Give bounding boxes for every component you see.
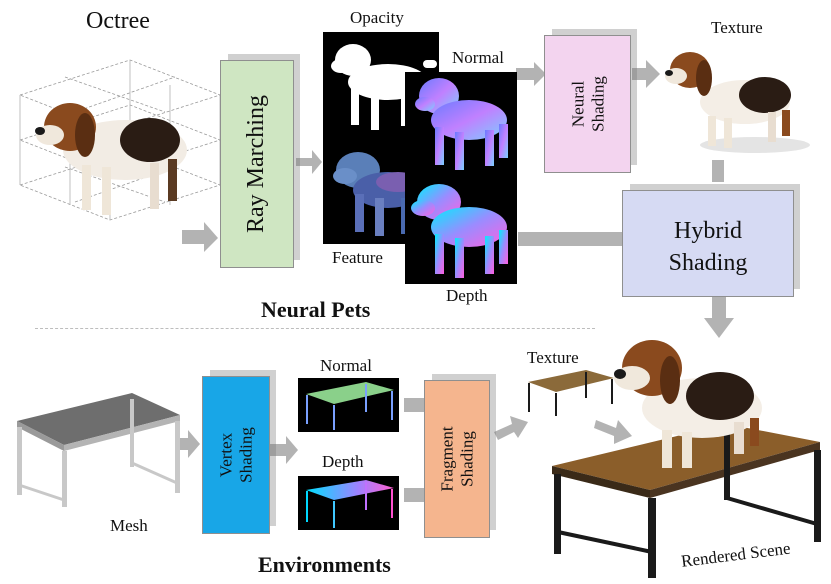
arrow-mesh-to-vertex-shading [178,430,200,458]
octree-dog-figure [18,59,222,221]
mesh-label: Mesh [110,516,148,535]
arrow-neural-shading-to-texture [632,60,660,88]
fragment-shading-label: Fragment Shading [437,426,476,491]
beagle-icon [35,103,187,215]
normal-map-icon [415,78,508,170]
fragment-shading-line2: Shading [457,431,476,487]
neural-pets-heading: Neural Pets [261,297,371,322]
normal-bottom-label: Normal [320,356,372,375]
connector-maps-to-hybrid [518,232,622,246]
environments-heading: Environments [258,552,391,577]
hybrid-shading-label: Hybrid Shading [623,215,793,280]
depth-bottom-label: Depth [322,452,364,471]
rendered-dog-icon [614,340,762,468]
ray-marching-label: Ray Marching [243,95,270,233]
depth-map-table-panel [298,476,399,530]
normal-map-table-panel [298,378,399,432]
feature-label: Feature [332,248,383,267]
connector-normal-to-fragment [404,398,424,412]
depth-top-label: Depth [446,286,488,305]
neural-shading-box: Neural Shading [544,35,631,173]
texture-bottom-label: Texture [527,348,579,367]
vertex-shading-box: Vertex Shading [202,376,270,534]
neural-shading-label: Neural Shading [568,76,607,132]
octree-label: Octree [86,8,150,34]
texture-top-label: Texture [711,18,763,37]
hybrid-shading-line1: Hybrid [674,218,742,244]
normal-depth-panel [405,72,517,284]
arrow-normal-to-neural-shading [516,62,546,86]
fragment-shading-box: Fragment Shading [424,380,490,538]
arrow-octree-to-ray-marching [182,222,218,252]
mesh-table-figure [17,393,180,507]
section-divider [35,328,595,329]
connector-texture-to-hybrid [712,160,724,182]
hybrid-shading-box: Hybrid Shading [622,190,794,297]
depth-map-top-icon [411,184,508,278]
neural-shading-line2: Shading [587,76,607,132]
neural-shading-line1: Neural [567,80,587,128]
arrow-vertex-to-maps [270,436,298,464]
vertex-shading-label: Vertex Shading [216,427,255,483]
ray-marching-box: Ray Marching [220,60,294,268]
normal-map-tabletop-icon [306,382,394,404]
textured-table-figure [528,370,614,416]
arrow-ray-marching-to-maps [296,150,322,174]
arrow-texture-to-rendered-scene [594,420,632,444]
vertex-shading-line2: Shading [236,427,255,483]
arrow-fragment-to-texture [494,416,528,440]
textured-dog-figure [665,52,810,153]
fragment-shading-line1: Fragment [437,426,457,492]
normal-top-label: Normal [452,48,504,67]
connector-depth-to-fragment [404,488,424,502]
rendered-scene-figure [552,340,821,578]
hybrid-shading-line2: Shading [668,250,748,277]
opacity-label: Opacity [350,8,404,27]
vertex-shading-line1: Vertex [216,432,236,478]
depth-map-tabletop-icon [306,480,394,500]
arrow-hybrid-to-rendered-scene [704,296,734,338]
